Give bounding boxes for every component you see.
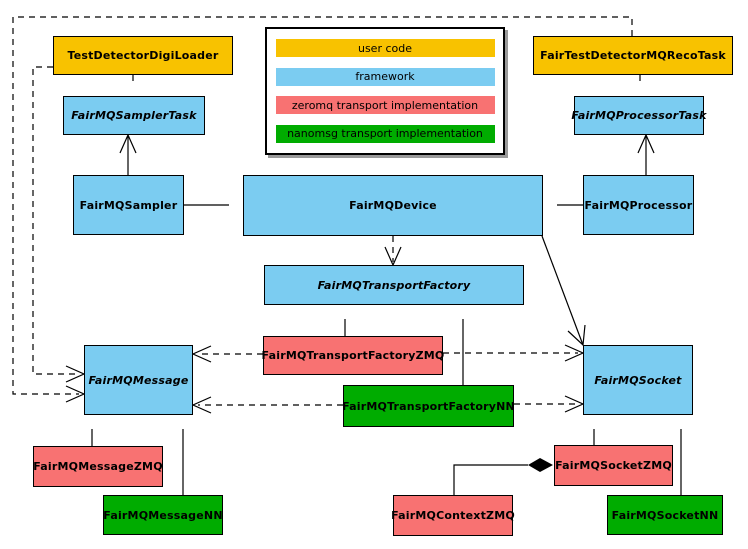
class-fairtestdetectormqrecotask: FairTestDetectorMQRecoTask [533, 36, 733, 75]
class-fairmqdevice: FairMQDevice [243, 175, 543, 236]
edge-composition-contextzmq-socketzmq [453, 458, 553, 495]
class-fairmqprocessortask: FairMQProcessorTask [571, 96, 706, 135]
legend-label-user-code: user code [357, 41, 413, 55]
edge-association-sampler-samplertask [119, 133, 137, 175]
edge-inheritance-socketzmq-socket [586, 415, 602, 445]
legend-label-framework: framework [355, 70, 415, 84]
class-fairmqtransportfactory: FairMQTransportFactory [264, 265, 524, 305]
edge-inheritance-socketnn-socket [673, 415, 689, 495]
legend-box: user code framework zeromq transport imp… [265, 27, 505, 155]
edge-inheritance-recotask-processortask [632, 75, 648, 95]
edge-inheritance-messagezmq-message [84, 415, 100, 446]
class-fairmqcontextzmq: FairMQContextZMQ [391, 495, 515, 536]
class-fairmqsocket: FairMQSocket [583, 345, 693, 415]
class-fairmqprocessor: FairMQProcessor [583, 175, 694, 235]
class-fairmqsamplertask: FairMQSamplerTask [63, 96, 205, 135]
class-fairmqmessagezmq: FairMQMessageZMQ [33, 446, 163, 487]
class-fairmqsampler: FairMQSampler [73, 175, 184, 235]
edge-inheritance-sampler-device [184, 197, 243, 213]
legend-label-nanomsg: nanomsg transport implementation [287, 127, 483, 141]
edge-dependency-transportfactoryzmq-socket [443, 344, 585, 362]
class-fairmqsocketzmq: FairMQSocketZMQ [554, 445, 673, 486]
edge-dependency-transportfactoryzmq-message [191, 345, 263, 363]
legend-label-zeromq: zeromq transport implementation [291, 98, 479, 112]
class-fairmqtransportfactorynn: FairMQTransportFactoryNN [342, 385, 515, 427]
legend-item-framework: framework [275, 67, 495, 86]
class-fairmqmessage: FairMQMessage [84, 345, 193, 415]
edge-dependency-transportfactorynn-socket [514, 395, 585, 413]
edge-inheritance-digiloader-samplertask [125, 75, 141, 95]
edge-inheritance-messagenn-message [175, 415, 191, 495]
legend-item-zeromq: zeromq transport implementation [275, 96, 495, 115]
edge-dependency-device-transportfactory [384, 236, 402, 267]
class-fairmqtransportfactoryzmq: FairMQTransportFactoryZMQ [262, 336, 444, 375]
edge-inheritance-processor-device [543, 197, 583, 213]
class-testdetectordigiloader: TestDetectorDigiLoader [53, 36, 233, 75]
legend-item-user-code: user code [275, 39, 495, 58]
edge-inheritance-transportfactoryzmq-transportfactory [337, 305, 353, 336]
edge-dependency-transportfactorynn-message [191, 396, 343, 414]
class-fairmqsocketnn: FairMQSocketNN [607, 495, 723, 535]
edge-association-device-socket [541, 235, 586, 347]
legend-item-nanomsg: nanomsg transport implementation [275, 124, 495, 143]
class-fairmqmessagenn: FairMQMessageNN [103, 495, 223, 535]
edge-inheritance-transportfactorynn-transportfactory [455, 305, 471, 385]
edge-association-processor-processortask [637, 133, 655, 175]
